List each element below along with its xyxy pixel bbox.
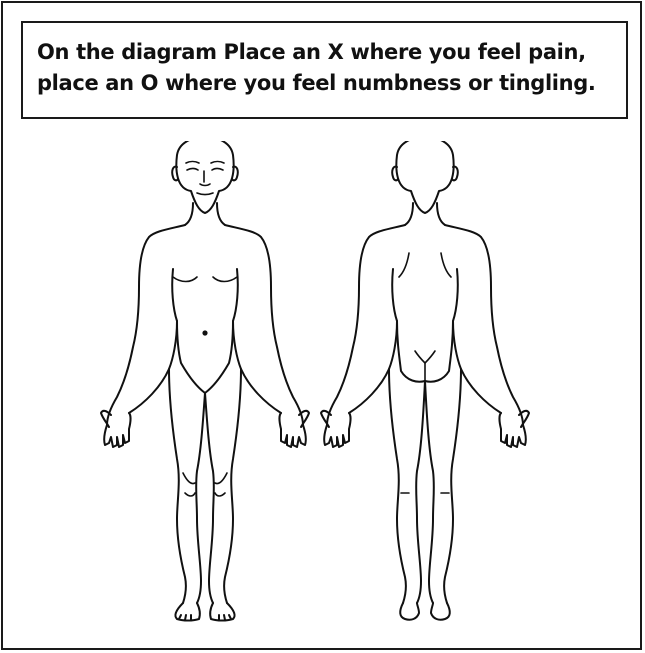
back-buttock-right	[425, 321, 453, 382]
front-neck-right	[217, 203, 225, 225]
back-torso-left	[327, 225, 405, 425]
front-chest-right	[213, 277, 237, 282]
front-mouth	[197, 193, 213, 195]
front-nose	[200, 171, 210, 186]
back-foot-right	[431, 603, 450, 620]
front-hip-right	[205, 321, 233, 393]
back-body-figure[interactable]	[321, 141, 529, 620]
back-hand-right	[500, 411, 530, 447]
front-torso-right	[225, 225, 303, 425]
back-head	[396, 141, 453, 213]
back-leg-right-inner	[425, 381, 434, 603]
front-knee-left	[183, 473, 195, 496]
back-scapula-right	[441, 253, 451, 277]
body-diagram-svg[interactable]	[73, 141, 573, 629]
back-lumbar	[415, 351, 435, 363]
body-diagram[interactable]	[73, 141, 573, 629]
back-buttock-left	[397, 321, 425, 382]
front-knee-right	[215, 473, 227, 496]
front-hand-left	[101, 411, 131, 447]
instruction-line-1: On the diagram Place an X where you feel…	[37, 40, 586, 64]
front-leg-left-inner	[196, 393, 205, 603]
front-eye-left	[187, 169, 198, 171]
front-leg-right-inner	[205, 393, 214, 603]
instruction-line-2: place an O where you feel numbness or ti…	[37, 71, 596, 95]
front-head	[176, 141, 233, 213]
instruction-text: On the diagram Place an X where you feel…	[37, 37, 617, 99]
back-foot-left	[400, 603, 419, 620]
front-body-figure[interactable]	[101, 141, 309, 621]
instruction-box: On the diagram Place an X where you feel…	[21, 21, 628, 119]
back-leg-right-outer	[444, 369, 461, 603]
front-brow-right	[211, 162, 224, 164]
front-brow-left	[186, 162, 199, 164]
front-neck-left	[185, 203, 193, 225]
front-leg-left-outer	[169, 369, 186, 603]
back-leg-left-inner	[416, 381, 425, 603]
back-torso-right	[445, 225, 523, 425]
front-navel	[202, 330, 207, 335]
front-eye-right	[212, 169, 223, 171]
back-neck-right	[437, 203, 445, 225]
front-hand-right	[280, 411, 310, 447]
front-leg-right-outer	[224, 369, 241, 603]
front-foot-left	[175, 603, 199, 621]
back-hand-left	[321, 411, 351, 447]
back-scapula-left	[399, 253, 409, 277]
front-hip-left	[177, 321, 205, 393]
front-foot-right	[210, 603, 234, 621]
back-leg-left-outer	[389, 369, 406, 603]
back-neck-left	[405, 203, 413, 225]
front-torso-left	[107, 225, 185, 425]
front-chest-left	[173, 277, 197, 282]
